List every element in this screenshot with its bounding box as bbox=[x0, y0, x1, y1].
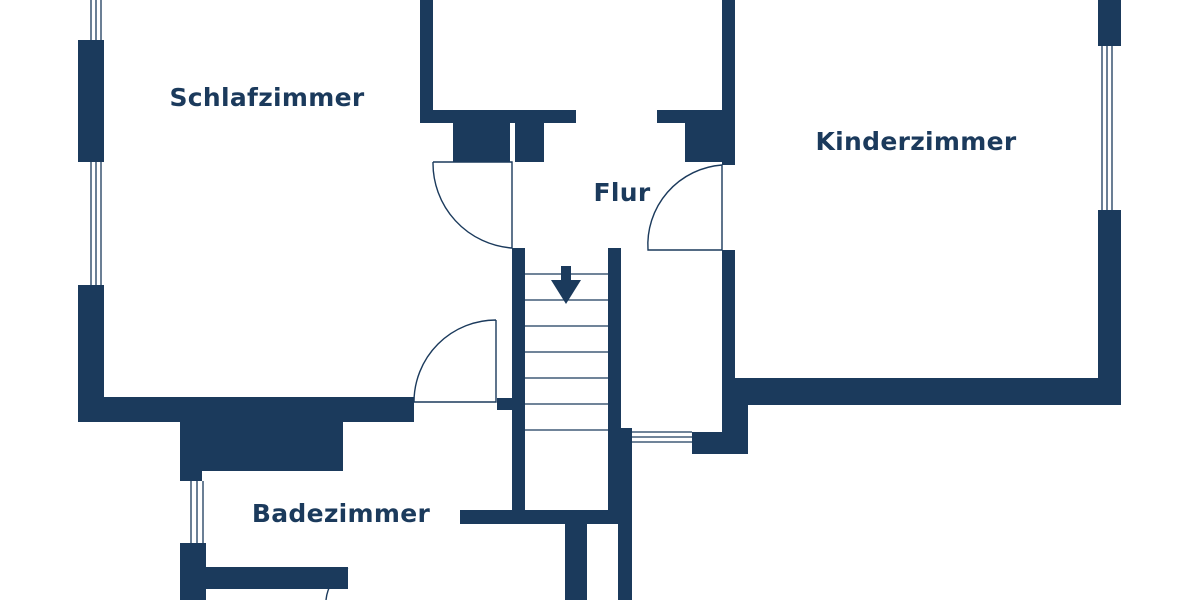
wall-stair-bottom bbox=[460, 510, 632, 524]
room-label-schlafzimmer: Schlafzimmer bbox=[169, 83, 364, 112]
wall-block-left-small bbox=[515, 122, 544, 162]
wall-stair-foot bbox=[565, 522, 587, 600]
door-bottom-partial bbox=[325, 567, 349, 600]
wall-central-left bbox=[420, 0, 433, 122]
room-label-kinderzimmer: Kinderzimmer bbox=[815, 127, 1016, 156]
windows bbox=[90, 0, 1113, 543]
wall-stair-left bbox=[512, 248, 525, 512]
arrow-down-icon bbox=[551, 266, 581, 304]
walls bbox=[78, 0, 1121, 600]
wall-bath-right-stub bbox=[497, 398, 512, 410]
wall-stair-right bbox=[608, 248, 621, 512]
wall-stair-right-lower bbox=[618, 428, 632, 600]
room-labels: Schlafzimmer Kinderzimmer Flur Badezimme… bbox=[169, 83, 1016, 528]
wall-central-bottom-right bbox=[657, 110, 735, 123]
wall-schlafzimmer-left-upper bbox=[78, 40, 104, 162]
doors bbox=[325, 161, 723, 600]
wall-kinderzimmer-bottom bbox=[735, 378, 1121, 405]
wall-block-left bbox=[453, 122, 510, 162]
room-label-flur: Flur bbox=[594, 178, 651, 207]
door-kinderzimmer bbox=[647, 164, 723, 251]
wall-block-right bbox=[685, 122, 735, 162]
room-label-badezimmer: Badezimmer bbox=[252, 499, 431, 528]
door-schlafzimmer bbox=[432, 161, 513, 249]
wall-block-bath-top bbox=[180, 397, 202, 481]
wall-block-chimney bbox=[180, 397, 343, 471]
wall-central-bottom-left bbox=[420, 110, 576, 123]
wall-corner-foot bbox=[692, 432, 748, 454]
wall-kinderzimmer-left bbox=[722, 250, 735, 405]
wall-kinderzimmer-right-lower bbox=[1098, 210, 1121, 405]
wall-kinderzimmer-right-upper bbox=[1098, 0, 1121, 46]
wall-badezimmer-bottom bbox=[180, 567, 348, 589]
door-badezimmer bbox=[413, 319, 497, 403]
